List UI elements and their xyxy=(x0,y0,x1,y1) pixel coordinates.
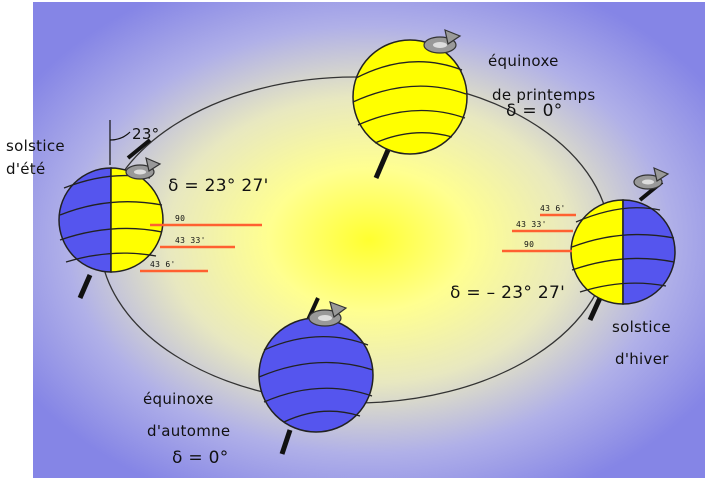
autumn-label-equinoxe: équinoxe xyxy=(143,390,214,408)
autumn-earth xyxy=(258,297,374,455)
summer-declination: δ = 23° 27' xyxy=(168,176,269,196)
winter-label-solstice: solstice xyxy=(612,318,671,336)
summer-axis xyxy=(126,138,152,160)
summer-lat-4333: 43 33' xyxy=(175,236,206,245)
spring-label-printemps: de printemps xyxy=(492,86,596,104)
spring-label-equinoxe: équinoxe xyxy=(488,52,559,70)
winter-lat-436: 43 6' xyxy=(540,204,566,213)
winter-declination: δ = – 23° 27' xyxy=(450,283,566,303)
winter-earth xyxy=(502,166,676,322)
summer-label-solstice: solstice xyxy=(6,137,65,155)
autumn-rotation-arrow-icon xyxy=(308,301,348,327)
spring-earth xyxy=(352,29,468,179)
autumn-declination: δ = 0° xyxy=(172,448,229,468)
summer-lat-436: 43 6' xyxy=(150,260,176,269)
summer-lat-90: 90 xyxy=(175,214,186,223)
summer-earth xyxy=(58,120,262,299)
autumn-label-automne: d'automne xyxy=(147,422,231,440)
spring-rotation-arrow-icon xyxy=(423,29,462,54)
winter-lat-90: 90 xyxy=(524,240,535,249)
tilt-angle-label: 23° xyxy=(132,125,160,143)
winter-lat-4333: 43 33' xyxy=(516,220,547,229)
spring-declination: δ = 0° xyxy=(506,101,563,121)
winter-label-hiver: d'hiver xyxy=(615,350,669,368)
winter-rotation-arrow-icon xyxy=(633,166,670,190)
summer-label-ete: d'été xyxy=(6,160,46,178)
summer-rotation-arrow-icon xyxy=(125,156,162,180)
